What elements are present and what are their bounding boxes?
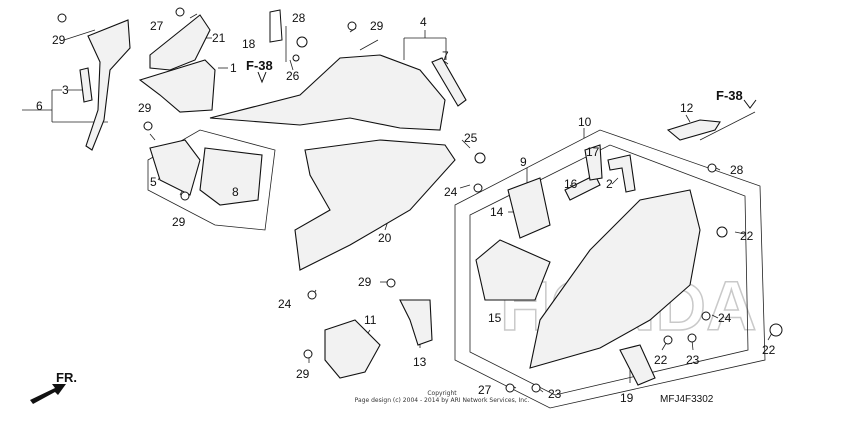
- nut-icon: [292, 54, 300, 62]
- footer: Copyright Page design (c) 2004 - 2014 by…: [355, 390, 714, 405]
- part-13-bracket: [399, 299, 433, 346]
- label-26: 26: [286, 69, 300, 83]
- clip-icon: [769, 323, 783, 337]
- screw-icon: [386, 278, 396, 288]
- part-labels: 29 27 21 1 3 6 29 5 8 29 28 18 F-38 26 2…: [36, 11, 776, 405]
- clip-icon: [716, 226, 728, 238]
- label-3: 3: [62, 83, 69, 97]
- part-20-side-cowl: [294, 139, 456, 271]
- part-1-panel: [138, 59, 216, 113]
- arrow-icon: [743, 99, 757, 109]
- label-12: 12: [680, 101, 694, 115]
- part-17-strip: [584, 144, 603, 181]
- label-23: 23: [686, 353, 700, 367]
- part-14-plate: [507, 177, 551, 239]
- part-3-strip: [79, 67, 93, 103]
- copyright-text: Page design (c) 2004 - 2014 by ARI Netwo…: [355, 397, 530, 404]
- bracket-icon: [269, 9, 283, 43]
- label-27: 27: [478, 383, 492, 397]
- front-arrow-icon: [30, 384, 66, 404]
- part-stay-left: [85, 19, 131, 151]
- part-7-strip: [431, 57, 467, 107]
- diagram-code: MFJ4F3302: [660, 394, 714, 405]
- front-label: FR.: [56, 370, 77, 385]
- f38-arrows: [257, 71, 757, 109]
- front-direction: FR.: [30, 370, 77, 404]
- part-21-cowl: [149, 14, 211, 71]
- grommet-icon: [296, 36, 308, 48]
- clip-icon: [474, 152, 486, 164]
- arrow-icon: [257, 71, 267, 84]
- label-4: 4: [420, 15, 427, 29]
- label-13: 13: [413, 355, 427, 369]
- ref-f38: F-38: [716, 88, 743, 103]
- part-shapes: [79, 14, 721, 386]
- clip-icon: [505, 383, 515, 393]
- part-main-cowl: [209, 54, 446, 131]
- fasteners: [57, 7, 783, 393]
- copyright-title: Copyright: [427, 390, 457, 397]
- part-11-cover: [324, 319, 381, 379]
- label-24: 24: [278, 297, 292, 311]
- part-8-cover: [199, 147, 263, 206]
- label-28: 28: [730, 163, 744, 177]
- label-24: 24: [718, 311, 732, 325]
- part-12-bracket: [666, 119, 721, 141]
- part-10-under-cowl: [529, 189, 701, 369]
- screw-icon: [307, 290, 317, 300]
- label-25: 25: [464, 131, 478, 145]
- screw-icon: [473, 183, 483, 193]
- label-17: 17: [586, 145, 600, 159]
- label-10: 10: [578, 115, 592, 129]
- label-29: 29: [358, 275, 372, 289]
- label-14: 14: [490, 205, 504, 219]
- label-21: 21: [212, 31, 226, 45]
- part-19-bracket: [619, 344, 656, 386]
- label-18: 18: [242, 37, 256, 51]
- screw-icon: [531, 383, 541, 393]
- label-20: 20: [378, 231, 392, 245]
- label-23: 23: [548, 387, 562, 401]
- label-22: 22: [762, 343, 776, 357]
- screw-icon: [701, 311, 711, 321]
- part-2-tube: [607, 154, 636, 193]
- label-29: 29: [296, 367, 310, 381]
- label-22: 22: [654, 353, 668, 367]
- label-1: 1: [230, 61, 237, 75]
- part-15-plate: [475, 239, 551, 301]
- screw-icon: [57, 13, 67, 23]
- label-24: 24: [444, 185, 458, 199]
- screw-icon: [687, 333, 697, 343]
- screw-icon: [663, 335, 673, 345]
- label-29: 29: [370, 19, 384, 33]
- screw-icon: [143, 121, 153, 131]
- label-29: 29: [52, 33, 66, 47]
- label-5: 5: [150, 175, 157, 189]
- part-5-bracket: [149, 139, 201, 196]
- screw-icon: [303, 349, 313, 359]
- label-11: 11: [364, 313, 377, 327]
- label-27: 27: [150, 19, 164, 33]
- leader-lines: [22, 13, 773, 409]
- label-29: 29: [172, 215, 186, 229]
- label-6: 6: [36, 99, 43, 113]
- label-19: 19: [620, 391, 634, 405]
- screw-icon: [175, 7, 185, 17]
- ref-f38: F-38: [246, 58, 273, 73]
- label-29: 29: [138, 101, 152, 115]
- part-16-strip: [564, 174, 601, 201]
- label-28: 28: [292, 11, 306, 25]
- screw-icon: [707, 163, 717, 173]
- label-15: 15: [488, 311, 502, 325]
- label-22: 22: [740, 229, 754, 243]
- label-2: 2: [606, 177, 613, 191]
- label-16: 16: [564, 177, 578, 191]
- label-7: 7: [442, 49, 449, 63]
- label-8: 8: [232, 185, 239, 199]
- label-9: 9: [520, 155, 527, 169]
- screw-icon: [347, 21, 357, 31]
- screw-icon: [180, 191, 190, 201]
